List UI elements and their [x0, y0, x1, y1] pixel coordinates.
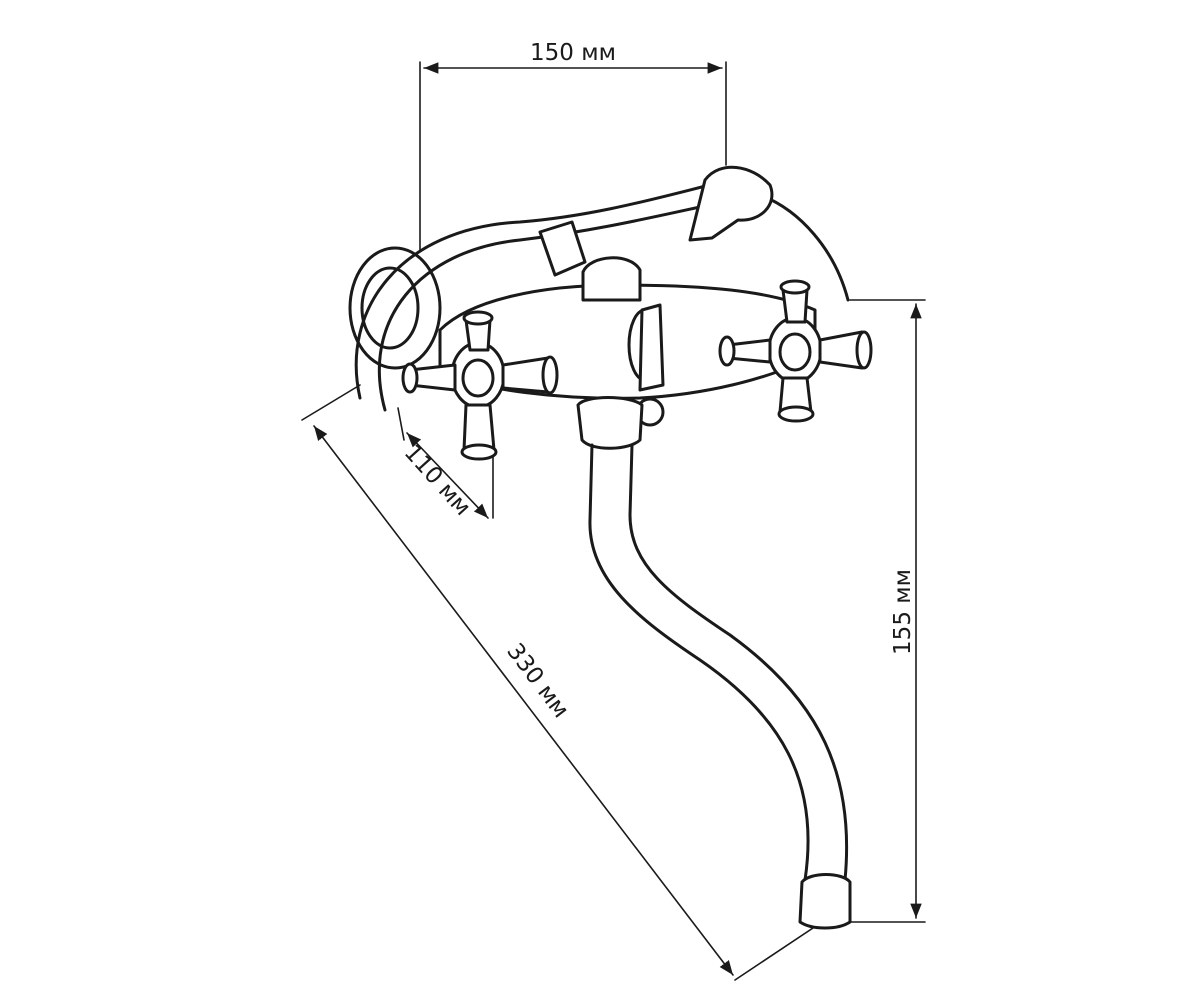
spout-coupling — [576, 396, 644, 450]
spout-pipe — [588, 443, 810, 882]
shower-holder — [688, 165, 774, 242]
spout-nozzle — [798, 873, 852, 930]
shower-hose — [377, 193, 850, 412]
hose-nut — [538, 220, 587, 277]
dimension-label-150: 150 мм — [530, 40, 616, 66]
right-cross-handle — [718, 279, 873, 423]
diverter-lever — [638, 303, 665, 392]
left-cross-handle — [401, 310, 559, 461]
dimension-lines — [301, 61, 926, 981]
diverter-cap — [581, 256, 642, 302]
dimension-label-155: 155 мм — [890, 569, 916, 655]
dimension-label-330: 330 мм — [501, 639, 573, 723]
faucet-illustration — [348, 165, 873, 930]
